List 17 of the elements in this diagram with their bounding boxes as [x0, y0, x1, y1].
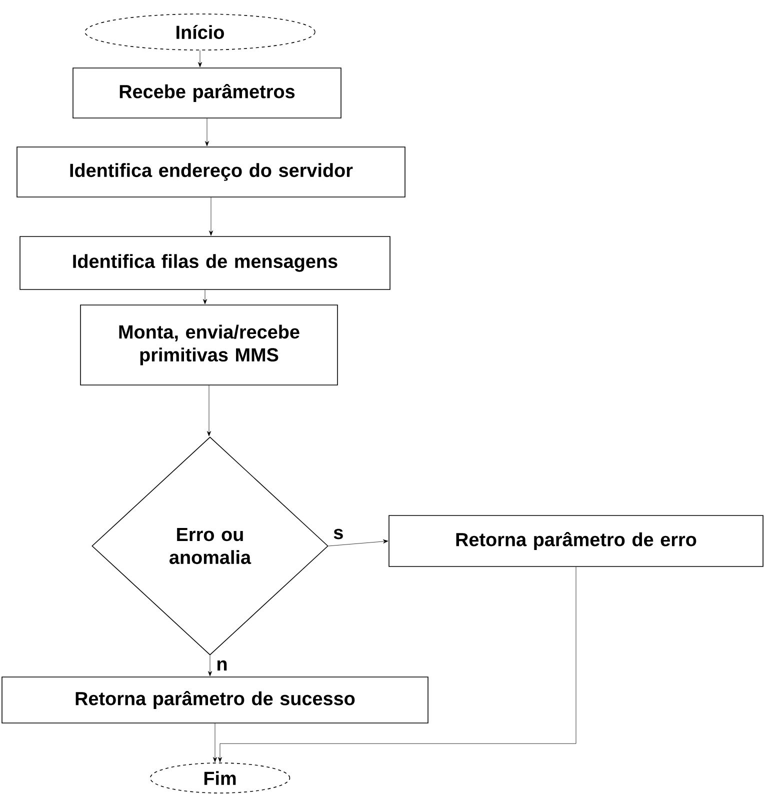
arrow	[205, 118, 209, 146]
process-box: Monta, envia/recebe primitivas MMS	[80, 304, 338, 386]
arrow	[198, 50, 202, 68]
arrow	[328, 539, 388, 546]
process-box: Retorna parâmetro de sucesso	[2, 676, 428, 724]
arrow	[218, 566, 576, 762]
edge-label: s	[332, 528, 345, 540]
arrow	[207, 385, 211, 436]
process-box: Recebe parâmetros	[72, 68, 342, 118]
arrow	[208, 655, 212, 676]
process-box: Identifica endereço do servidor	[16, 146, 406, 198]
arrow	[213, 723, 217, 762]
edge-label: n	[215, 659, 229, 672]
arrow	[209, 197, 213, 236]
arrow	[203, 290, 207, 304]
process-box: Identifica filas de mensagens	[20, 236, 390, 290]
process-box: Retorna parâmetro de erro	[388, 515, 764, 567]
